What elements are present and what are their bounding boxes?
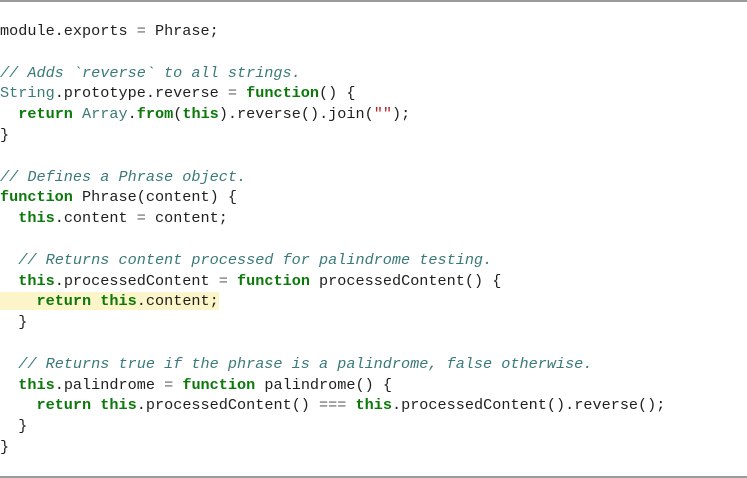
code-line: return Array.from(this).reverse().join("…: [0, 104, 665, 125]
code-line: [0, 229, 665, 250]
code-keyword: function: [0, 188, 73, 207]
code-comment: // Defines a Phrase object.: [0, 167, 247, 186]
code-text: .content: [54, 209, 137, 228]
code-string: "": [373, 105, 392, 124]
code-line: [0, 42, 665, 63]
code-text: [0, 376, 18, 394]
code-text: module.exports: [0, 22, 137, 40]
code-text: [0, 251, 18, 269]
code-line: [0, 146, 665, 167]
code-line: return this.processedContent() === this.…: [0, 395, 665, 416]
code-comment: // Returns content processed for palindr…: [18, 250, 493, 269]
code-keyword: this: [182, 105, 219, 124]
code-text: }: [0, 125, 10, 144]
code-keyword: function: [246, 84, 320, 103]
code-line: function Phrase(content) {: [0, 187, 665, 208]
code-keyword: this: [100, 396, 137, 415]
code-text: [0, 292, 36, 310]
code-text: [0, 105, 18, 123]
code-line: // Adds `reverse` to all strings.: [0, 63, 665, 84]
code-line: // Returns true if the phrase is a palin…: [0, 354, 665, 375]
code-text: }: [0, 417, 28, 436]
code-listing: module.exports = Phrase; // Adds `reverse…: [0, 21, 665, 458]
code-operator: ===: [319, 396, 347, 415]
code-text: .: [127, 105, 137, 124]
code-text: () {: [319, 84, 356, 103]
code-line: }: [0, 312, 665, 333]
code-keyword: this: [18, 271, 55, 290]
code-text: content;: [145, 209, 228, 228]
code-keyword: this: [355, 396, 392, 415]
code-text: }: [0, 437, 10, 456]
code-text: [0, 355, 18, 373]
code-text: [0, 396, 36, 414]
code-text: .prototype.reverse: [54, 84, 228, 103]
code-text: [173, 376, 182, 394]
code-keyword: return: [36, 396, 92, 415]
code-keyword: return: [18, 105, 73, 124]
code-text: [346, 396, 355, 414]
code-keyword: function: [237, 271, 310, 290]
code-operator: =: [136, 209, 146, 228]
code-text: .processedContent: [54, 271, 219, 290]
code-text: .content;: [136, 292, 219, 311]
code-operator: =: [218, 271, 228, 290]
code-builtin: String: [0, 84, 55, 103]
code-line: [0, 333, 665, 354]
code-line: }: [0, 125, 665, 146]
code-text: [91, 292, 100, 310]
code-line: String.prototype.reverse = function() {: [0, 83, 665, 104]
code-line: // Returns content processed for palindr…: [0, 250, 665, 271]
code-text: );: [392, 105, 411, 124]
line-highlight: return this.content;: [0, 292, 219, 311]
code-keyword: function: [182, 375, 256, 394]
code-text: [0, 209, 18, 227]
code-comment: // Adds `reverse` to all strings.: [0, 63, 301, 82]
code-text: [237, 84, 246, 102]
code-text: [91, 396, 100, 414]
code-text: [73, 105, 82, 123]
code-text: [228, 272, 237, 290]
code-text: .processedContent(): [136, 396, 320, 415]
code-text: [0, 272, 18, 290]
code-keyword: this: [18, 375, 55, 394]
code-line: module.exports = Phrase;: [0, 21, 665, 42]
code-builtin: Array: [82, 105, 128, 124]
code-line: this.processedContent = function process…: [0, 271, 665, 292]
code-line-highlighted: return this.content;: [0, 291, 665, 312]
code-keyword: this: [18, 209, 55, 228]
code-text: palindrome() {: [255, 375, 392, 394]
code-operator: =: [136, 22, 146, 40]
code-text: .processedContent().reverse();: [391, 396, 666, 415]
code-comment: // Returns true if the phrase is a palin…: [18, 354, 593, 373]
code-keyword: from: [136, 105, 174, 124]
code-text: processedContent() {: [309, 271, 502, 290]
code-text: .palindrome: [54, 375, 165, 394]
code-text: }: [0, 313, 28, 332]
code-text: ).reverse().join(: [218, 105, 374, 124]
code-line: this.palindrome = function palindrome() …: [0, 375, 665, 396]
code-line: }: [0, 416, 665, 437]
code-line: // Defines a Phrase object.: [0, 167, 665, 188]
code-text: Phrase;: [145, 22, 219, 40]
code-line: }: [0, 437, 665, 458]
code-text: Phrase(content) {: [72, 188, 237, 207]
code-keyword: return: [36, 292, 92, 311]
code-operator: =: [227, 84, 237, 103]
code-text: (: [173, 105, 183, 124]
code-line: this.content = content;: [0, 208, 665, 229]
code-operator: =: [164, 375, 174, 394]
code-keyword: this: [100, 292, 137, 311]
